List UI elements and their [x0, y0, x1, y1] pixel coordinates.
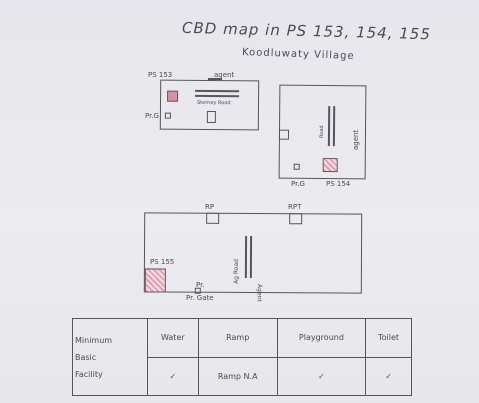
diagram-title: CBD map in PS 153, 154, 155 — [181, 18, 432, 44]
ps155-entry-label: Pr. — [196, 281, 205, 289]
ps153-door — [206, 110, 216, 124]
ps155-table-2 — [249, 235, 253, 278]
column-header-playground: Playground — [276, 318, 367, 358]
row-header-line-1: Minimum — [75, 335, 113, 345]
ramp-value: Ramp N.A — [197, 356, 278, 396]
ps155-building: Ag Road Agent — [143, 212, 363, 302]
table-row: Minimum Basic Facility Water Ramp Playgr… — [72, 318, 412, 396]
ps153-label: PS 153 — [148, 71, 173, 79]
ps153-polling-room — [167, 90, 179, 102]
ps153-entry-label: Pr.G — [145, 112, 159, 120]
ps155-inner-label-left: Ag Road — [232, 259, 240, 284]
row-header-line-3: Facility — [75, 369, 103, 379]
row-header-line-2: Basic — [75, 352, 97, 362]
ps153-agent-label: agent — [214, 71, 235, 79]
playground-value: ✓ — [276, 356, 367, 396]
column-header-toilet: Toilet — [365, 318, 412, 358]
ps154-door — [278, 129, 290, 140]
water-value: ✓ — [147, 356, 199, 396]
ps154-agent-label: agent — [352, 129, 360, 150]
ps154-table-2 — [332, 106, 336, 147]
ps153-agent-marker — [208, 78, 222, 80]
ps155-door-left — [206, 212, 220, 224]
facility-table: Minimum Basic Facility Water Ramp Playgr… — [72, 318, 412, 396]
ps155-bottom-label: Pr. Gate — [186, 294, 214, 302]
ps155-top-label-left: RP — [205, 203, 215, 211]
ps153-table-1 — [195, 89, 240, 93]
ps155-top-label-right: RPT — [288, 203, 302, 211]
column-header-ramp: Ramp — [197, 318, 278, 358]
ps153-building: Sterney Road — [159, 79, 260, 131]
ps155-label: PS 155 — [150, 258, 175, 266]
diagram-subtitle: Koodluwaty Village — [241, 47, 355, 62]
ps153-inner-label: Sterney Road — [196, 99, 231, 107]
ps154-polling-room — [322, 158, 338, 173]
ps155-table-1 — [244, 235, 248, 278]
row-header-cell: Minimum Basic Facility — [72, 318, 148, 396]
table-row: ✓ Ramp N.A ✓ ✓ — [73, 356, 412, 396]
ps155-inner-label-right: Agent — [255, 284, 263, 302]
ps153-table-2 — [195, 94, 240, 98]
ps155-polling-room — [144, 268, 166, 293]
ps153-entry — [164, 112, 171, 119]
ps154-table-1 — [327, 106, 331, 147]
ps154-entry — [293, 163, 300, 170]
toilet-value: ✓ — [365, 356, 412, 396]
ps154-inner-label: Road — [318, 125, 326, 139]
ps154-label: PS 154 — [326, 180, 351, 188]
column-header-water: Water — [147, 318, 199, 358]
ps154-entry-label: Pr.G — [291, 180, 305, 188]
ps155-door-right — [289, 213, 303, 225]
